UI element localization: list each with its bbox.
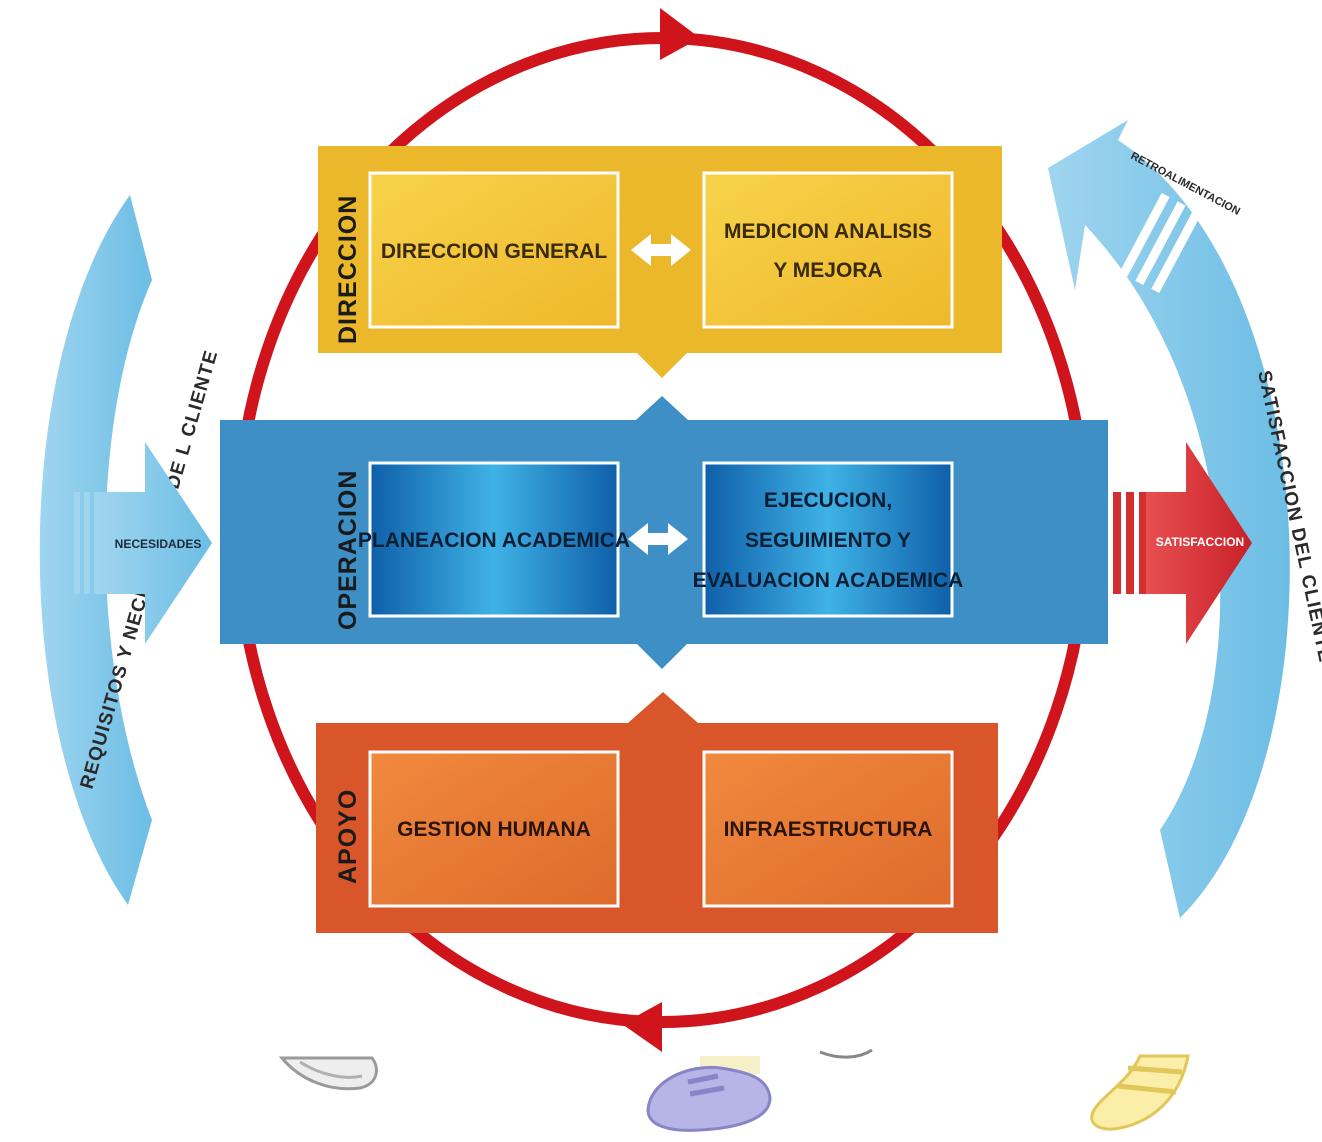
double-arrow-icon xyxy=(631,234,691,266)
band-operacion: OPERACION PLANEACION ACADEMICA EJECUCION… xyxy=(220,396,1108,669)
box-planeacion-label: PLANEACION ACADEMICA xyxy=(358,529,630,552)
needs-label: NECESIDADES xyxy=(115,537,202,551)
box-gestion-humana[interactable] xyxy=(368,750,620,908)
sandal-icon xyxy=(1090,1054,1190,1131)
band-direccion: DIRECCION DIRECCION GENERAL MEDICION ANA… xyxy=(318,146,1002,378)
box-medicion-line-2: Y MEJORA xyxy=(773,259,882,282)
cycle-arrow-top-icon xyxy=(660,8,700,60)
box-ejecucion-line-1: EJECUCION, xyxy=(764,489,892,512)
box-direccion-general[interactable] xyxy=(368,171,620,329)
box-infraestructura[interactable] xyxy=(702,750,954,908)
box-ejecucion-seguimiento[interactable] xyxy=(702,461,954,618)
satisfaction-output-arrow: SATISFACCION xyxy=(1113,442,1252,644)
box-medicion-line-1: MEDICION ANALISIS xyxy=(724,220,932,243)
box-medicion-analisis[interactable] xyxy=(702,171,954,329)
purple-shoe-icon xyxy=(646,1056,772,1132)
shoe-shadow xyxy=(819,1048,873,1059)
white-shoe-icon xyxy=(278,1056,378,1091)
box-ejecucion-line-3: EVALUACION ACADEMICA xyxy=(693,569,964,592)
box-ejecucion-line-2: SEGUIMIENTO Y xyxy=(745,529,911,552)
box-infraestructura-label: INFRAESTRUCTURA xyxy=(724,818,933,841)
needs-input-arrow: NECESIDADES xyxy=(74,442,212,644)
box-gestion-humana-label: GESTION HUMANA xyxy=(397,818,591,841)
satisfaction-label: SATISFACCION xyxy=(1156,535,1244,549)
double-arrow-icon xyxy=(628,523,688,555)
box-direccion-general-label: DIRECCION GENERAL xyxy=(381,240,608,263)
cycle-arrow-bottom-icon xyxy=(622,1002,662,1052)
band-title-apoyo: APOYO xyxy=(334,789,362,884)
band-apoyo: APOYO GESTION HUMANA INFRAESTRUCTURA xyxy=(316,692,998,933)
box-planeacion-academica[interactable] xyxy=(368,461,620,618)
band-title-operacion: OPERACION xyxy=(334,470,362,630)
band-title-direccion: DIRECCION xyxy=(334,195,362,344)
